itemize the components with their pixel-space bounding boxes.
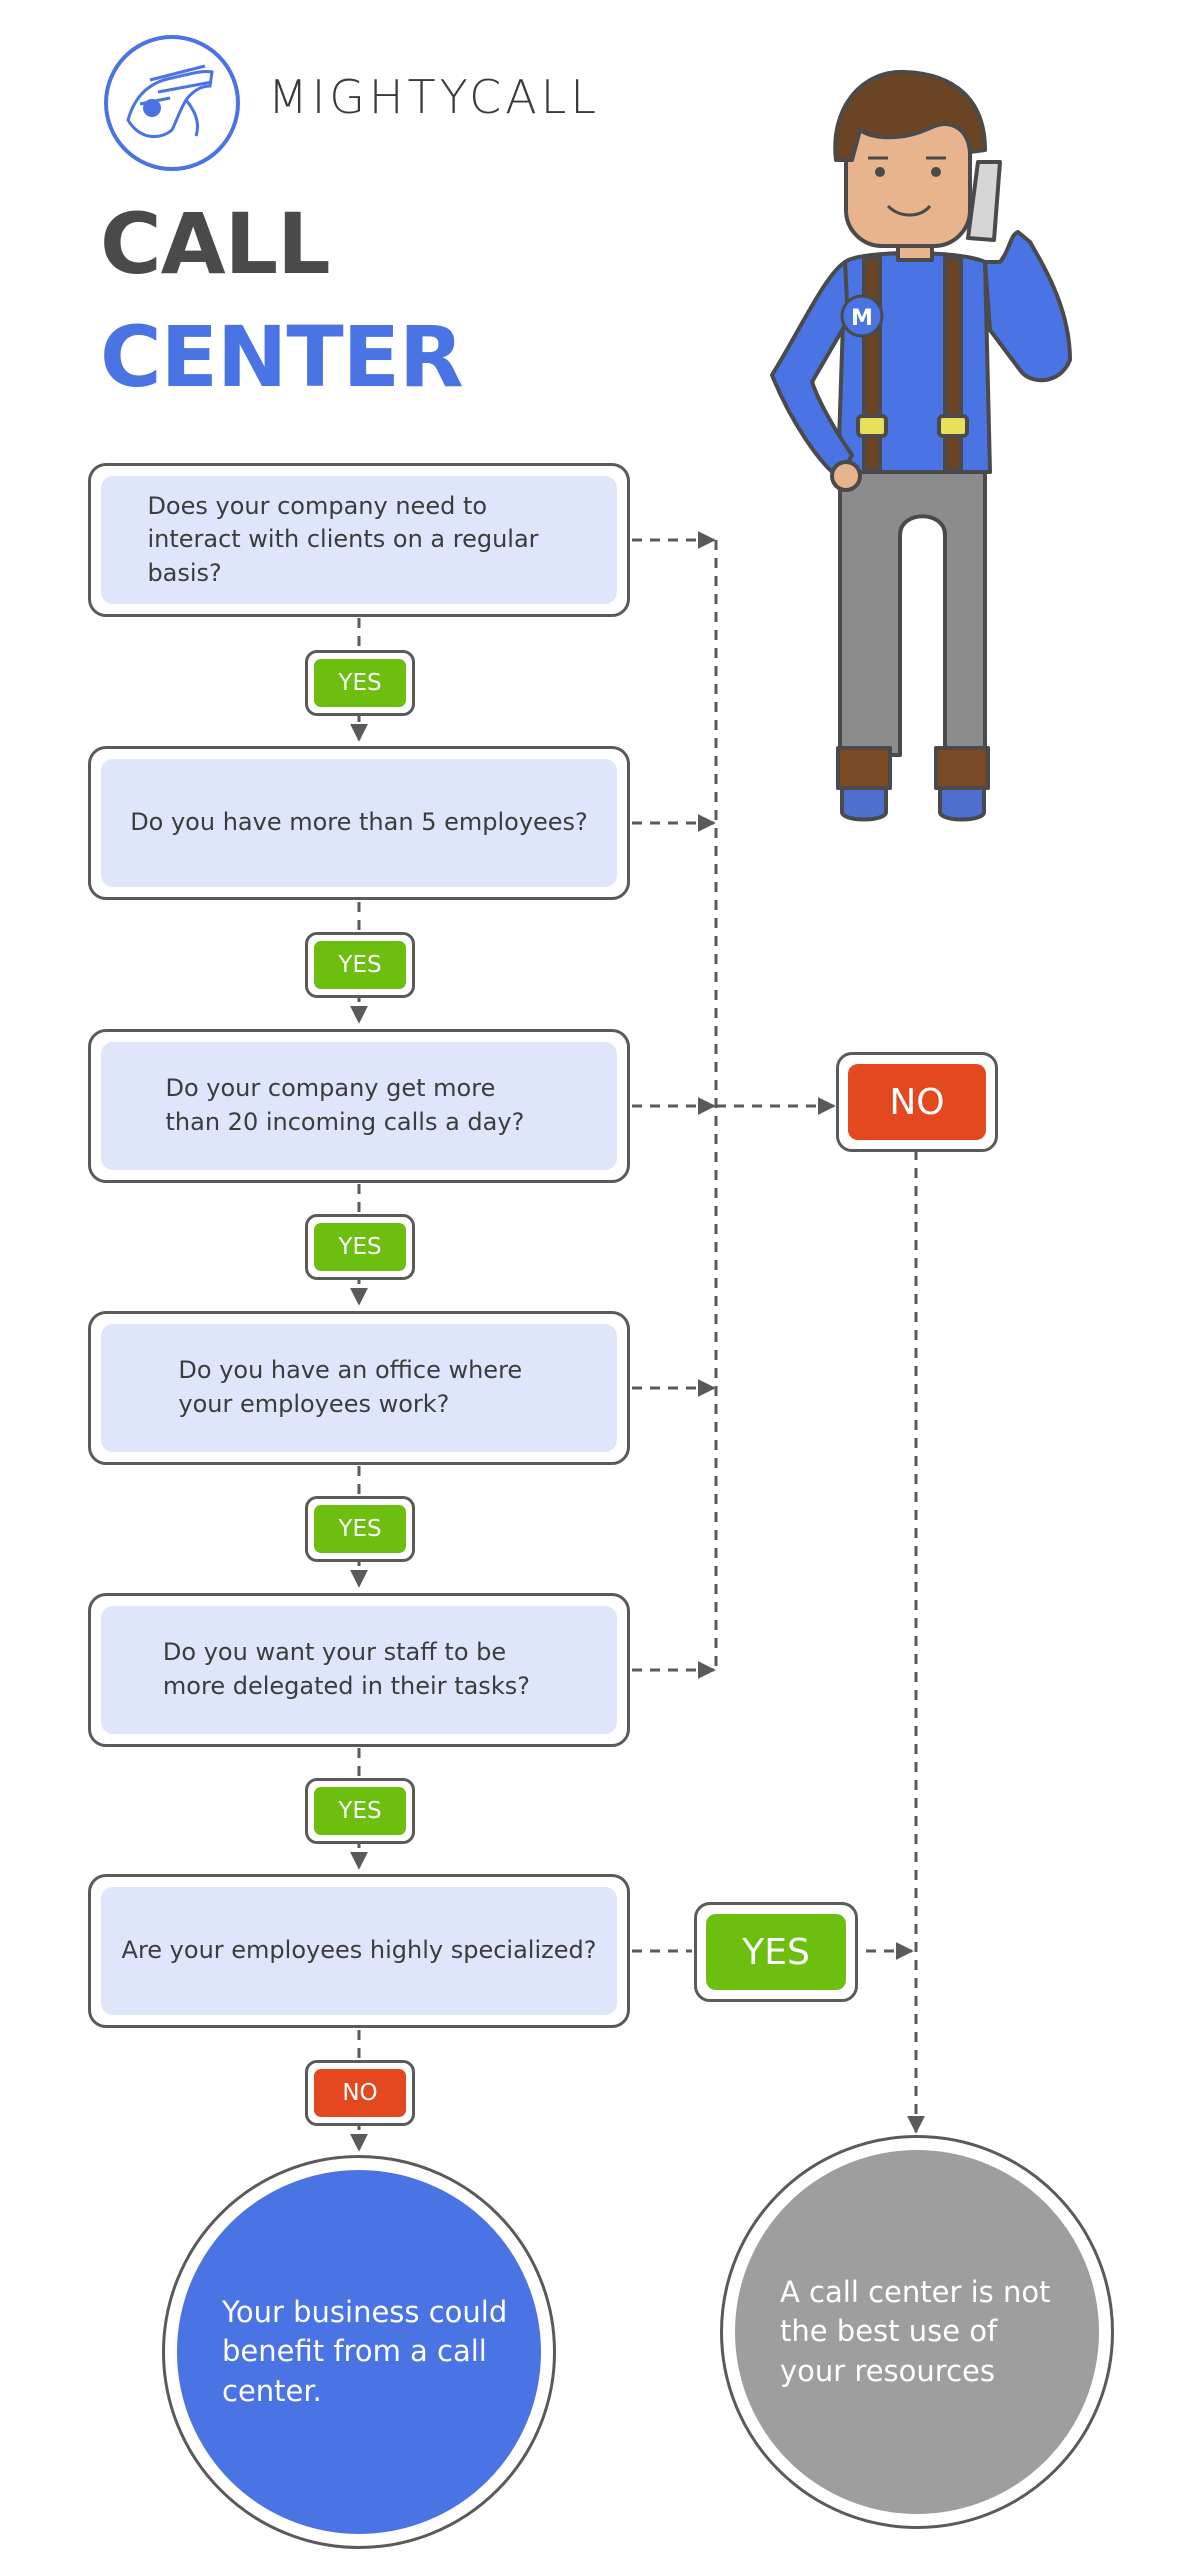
question-text: Are your employees highly specialized? <box>121 1936 597 1965</box>
outcome-positive-text: Your business could benefit from a call … <box>222 2295 508 2408</box>
yes-label: YES <box>706 1914 846 1990</box>
no-decision-box: NO <box>836 1052 998 1152</box>
question-text: Do you have more than 5 employees? <box>130 808 588 837</box>
yes-connector-4: YES <box>305 1496 415 1562</box>
outcome-positive-circle: Your business could benefit from a call … <box>162 2155 556 2549</box>
badge-letter: M <box>851 306 873 331</box>
question-text: Do you have an office where your employe… <box>178 1356 523 1418</box>
no-label: NO <box>848 1064 986 1140</box>
yes-connector-2: YES <box>305 932 415 998</box>
question-box-2: Do you have more than 5 employees? <box>88 746 630 900</box>
yes-label: YES <box>314 1787 406 1835</box>
question-box-5: Do you want your staff to be more delega… <box>88 1593 630 1747</box>
yes-label: YES <box>314 941 406 989</box>
yes-label: YES <box>314 659 406 707</box>
no-label: NO <box>314 2069 406 2117</box>
page-title-line2: CENTER <box>100 308 464 406</box>
page-title-line1: CALL <box>100 195 331 293</box>
yes-connector-3: YES <box>305 1214 415 1280</box>
outcome-negative-text: A call center is not the best use of you… <box>780 2275 1051 2388</box>
yes-label: YES <box>314 1223 406 1271</box>
question-text: Do you want your staff to be more delega… <box>162 1638 530 1700</box>
question-box-6: Are your employees highly specialized? <box>88 1874 630 2028</box>
question-box-4: Do you have an office where your employe… <box>88 1311 630 1465</box>
yes-connector-1: YES <box>305 650 415 716</box>
no-connector-small: NO <box>305 2060 415 2126</box>
logo-icon <box>104 35 240 171</box>
question-box-3: Do your company get more than 20 incomin… <box>88 1029 630 1183</box>
yes-connector-5: YES <box>305 1778 415 1844</box>
question-text: Does your company need to interact with … <box>147 491 539 587</box>
outcome-negative-circle: A call center is not the best use of you… <box>720 2135 1114 2529</box>
brand-name: MIGHTYCALL <box>268 70 601 124</box>
person-on-phone-illustration <box>770 69 1072 822</box>
yes-label: YES <box>314 1505 406 1553</box>
question-box-1: Does your company need to interact with … <box>88 463 630 617</box>
no-path-connectors <box>632 531 925 2134</box>
question-text: Do your company get more than 20 incomin… <box>165 1074 525 1136</box>
yes-decision-box: YES <box>694 1902 858 2002</box>
